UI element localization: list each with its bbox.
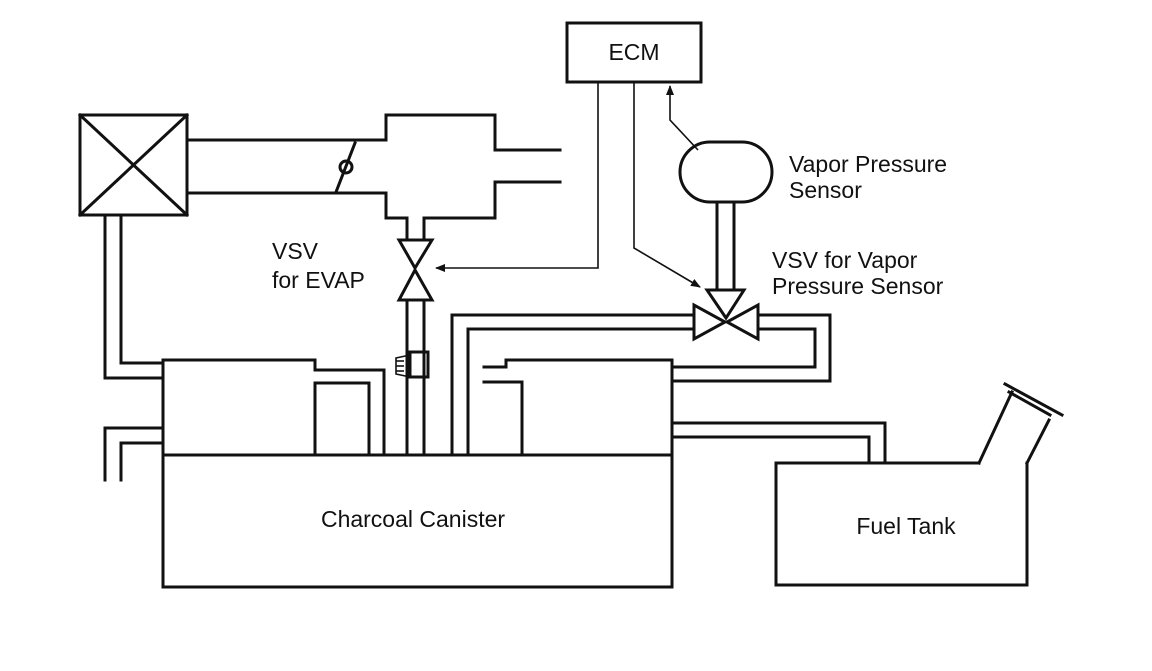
fuel-tank: Fuel Tank	[774, 381, 1065, 587]
air-cleaner	[77, 112, 190, 218]
vsv-evap-label: VSV for EVAP	[272, 238, 365, 293]
ecm-box: ECM	[565, 21, 703, 84]
vapor-pressure-sensor-label: Vapor Pressure Sensor	[789, 151, 953, 203]
purge-line	[395, 298, 430, 457]
charcoal-canister: Charcoal Canister	[161, 358, 674, 589]
vsv-evap-valve	[396, 238, 435, 302]
vsv-vps-piping	[450, 313, 832, 457]
air-cleaner-hose	[103, 213, 165, 380]
charcoal-canister-label: Charcoal Canister	[321, 506, 505, 532]
canister-vent-pipe	[103, 426, 165, 482]
fuel-tank-label: Fuel Tank	[856, 513, 956, 539]
canister-to-tank-line	[670, 421, 887, 465]
vapor-pressure-sensor	[678, 140, 774, 290]
throttle-valve	[334, 141, 357, 194]
vps-to-ecm-signal	[666, 85, 699, 151]
vsv-vps-label: VSV for Vapor Pressure Sensor	[772, 247, 944, 299]
vsv-vps-valve	[692, 288, 760, 342]
ecm-label: ECM	[608, 39, 659, 65]
ecm-to-vsv-evap-signal	[435, 82, 599, 272]
intake-duct	[185, 113, 562, 242]
ecm-to-vsv-vps-signal	[633, 82, 701, 288]
